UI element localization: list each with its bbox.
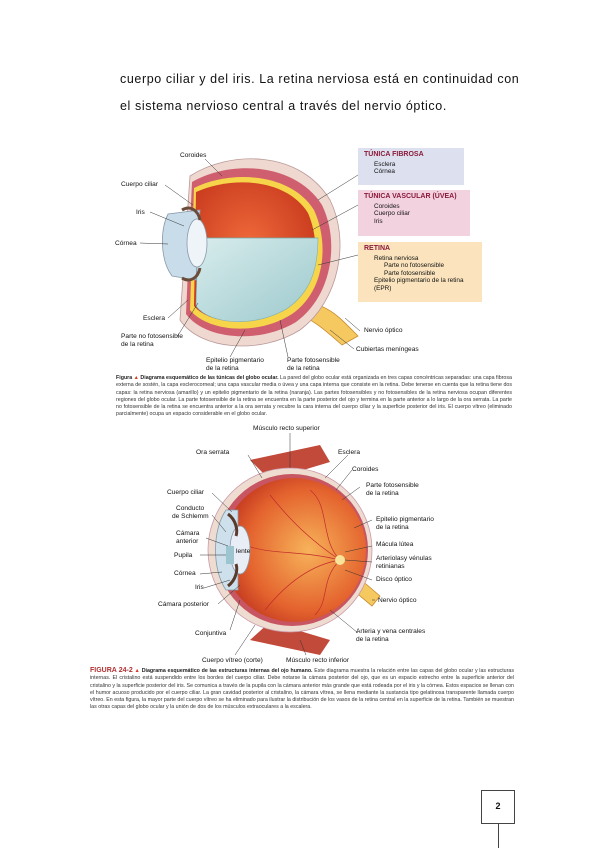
box-retina-item-3: Parte fotosensible: [384, 269, 436, 277]
box-vascular-item-3: Iris: [374, 217, 383, 225]
figure-1-title: Diagrama esquemático de las túnicas del …: [140, 375, 279, 381]
label-esclera: Esclera: [143, 315, 165, 322]
label-conducto: Conducto: [176, 505, 205, 512]
label-cornea-2: Córnea: [174, 570, 196, 577]
figure-1-caption: Figura ▲ Diagrama esquemático de las tún…: [116, 375, 512, 419]
label-disco: Disco óptico: [376, 576, 412, 583]
box-tunica-vascular-title: TÚNICA VASCULAR (ÚVEA): [364, 193, 457, 200]
label-iris-2: Iris: [195, 584, 204, 591]
label-epitelio: Epitelio pigmentario: [206, 357, 264, 364]
label-retinianas: retinianas: [376, 563, 405, 570]
label-cornea: Córnea: [115, 240, 137, 247]
label-de-la-retina-2: de la retina: [206, 365, 239, 372]
label-musculo-superior: Músculo recto superior: [253, 425, 320, 432]
label-ora-serrata: Ora serrata: [196, 449, 230, 456]
box-retina-item-5: (EPR): [374, 284, 392, 292]
label-epitelio-2: Epitelio pigmentario: [376, 516, 434, 523]
page-number-line: [498, 824, 499, 848]
intro-paragraph: cuerpo ciliar y del iris. La retina nerv…: [120, 66, 520, 120]
label-esclera-2: Esclera: [338, 449, 360, 456]
figure-2-text: Este diagrama muestra la relación entre …: [90, 668, 514, 711]
page-number-box: 2: [481, 790, 515, 824]
label-de-schlemm: de Schlemm: [172, 513, 209, 520]
label-conjuntiva: Conjuntiva: [195, 630, 227, 637]
box-retina-item-1: Retina nerviosa: [374, 254, 419, 262]
figure-2-label: FIGURA 24-2: [90, 667, 133, 674]
box-retina-item-2: Parte no fotosensible: [384, 262, 445, 270]
label-cuerpo-vitreo: Cuerpo vítreo (corte): [202, 657, 263, 664]
eye-internal-illustration: [199, 433, 381, 656]
label-de-la-retina-2c: de la retina: [356, 636, 389, 643]
figure-1-text: La pared del globo ocular está organizad…: [116, 375, 512, 418]
label-de-la-retina-3: de la retina: [287, 365, 320, 372]
box-vascular-item-1: Coroides: [374, 202, 400, 210]
page-number: 2: [495, 801, 501, 811]
triangle-icon: ▲: [133, 375, 139, 381]
label-nervio-optico: Nervio óptico: [364, 327, 403, 334]
triangle-icon: ▲: [134, 668, 140, 674]
label-macula: Mácula lútea: [376, 541, 414, 548]
label-arteria: Arteria y vena centrales: [356, 628, 426, 635]
label-de-la-retina-2a: de la retina: [366, 490, 399, 497]
label-camara: Cámara: [176, 530, 200, 537]
label-pupila: Pupila: [174, 552, 193, 559]
figure-2-title: Diagrama esquemático de las estructuras …: [141, 668, 313, 674]
label-cubiertas: Cubiertas meníngeas: [356, 346, 419, 353]
label-iris: Iris: [136, 209, 145, 216]
label-cuerpo-ciliar-2: Cuerpo ciliar: [167, 489, 205, 496]
box-vascular-item-2: Cuerpo ciliar: [374, 210, 410, 218]
label-nervio-optico-2: Nervio óptico: [378, 597, 417, 604]
intro-line-1: cuerpo ciliar y del iris. La retina nerv…: [120, 72, 520, 86]
label-cuerpo-ciliar: Cuerpo ciliar: [121, 181, 159, 188]
figure-2-caption: FIGURA 24-2 ▲ Diagrama esquemático de la…: [90, 667, 514, 712]
label-de-la-retina-2b: de la retina: [376, 524, 409, 531]
box-fibrosa-item-1: Esclera: [374, 160, 396, 168]
box-retina: RETINA Retina nerviosa Parte no fotosens…: [358, 242, 482, 302]
label-lente: lente: [236, 548, 251, 555]
label-parte-fotosensible-2: Parte fotosensible: [366, 482, 419, 489]
box-tunica-fibrosa-title: TÚNICA FIBROSA: [364, 151, 424, 158]
box-retina-title: RETINA: [364, 245, 391, 252]
label-coroides-2: Coroides: [352, 466, 379, 473]
label-musculo-inferior: Músculo recto inferior: [286, 657, 350, 664]
box-retina-item-4: Epitelio pigmentario de la retina: [374, 277, 464, 285]
intro-line-2: el sistema nervioso central a través del…: [120, 99, 447, 113]
box-tunica-vascular: TÚNICA VASCULAR (ÚVEA) Coroides Cuerpo c…: [358, 190, 470, 236]
label-coroides: Coroides: [180, 152, 207, 159]
figure-2: Músculo recto superior Ora serrata Escle…: [90, 425, 514, 712]
label-arteriolas: Arteriolasy vénulas: [376, 555, 432, 562]
label-parte-fotosensible: Parte fotosensible: [287, 357, 340, 364]
figure-1: Coroides Cuerpo ciliar Iris Córnea Escle…: [115, 148, 512, 419]
label-anterior: anterior: [176, 538, 199, 545]
figure-1-label: Figura: [116, 375, 133, 381]
label-camara-posterior: Cámara posterior: [158, 601, 209, 608]
eye-tunics-illustration: [139, 158, 361, 358]
box-fibrosa-item-2: Córnea: [374, 168, 395, 176]
box-tunica-fibrosa: TÚNICA FIBROSA Esclera Córnea: [358, 148, 464, 185]
label-parte-no-fotosensible: Parte no fotosensible: [121, 333, 183, 340]
label-de-la-retina-1: de la retina: [121, 341, 154, 348]
